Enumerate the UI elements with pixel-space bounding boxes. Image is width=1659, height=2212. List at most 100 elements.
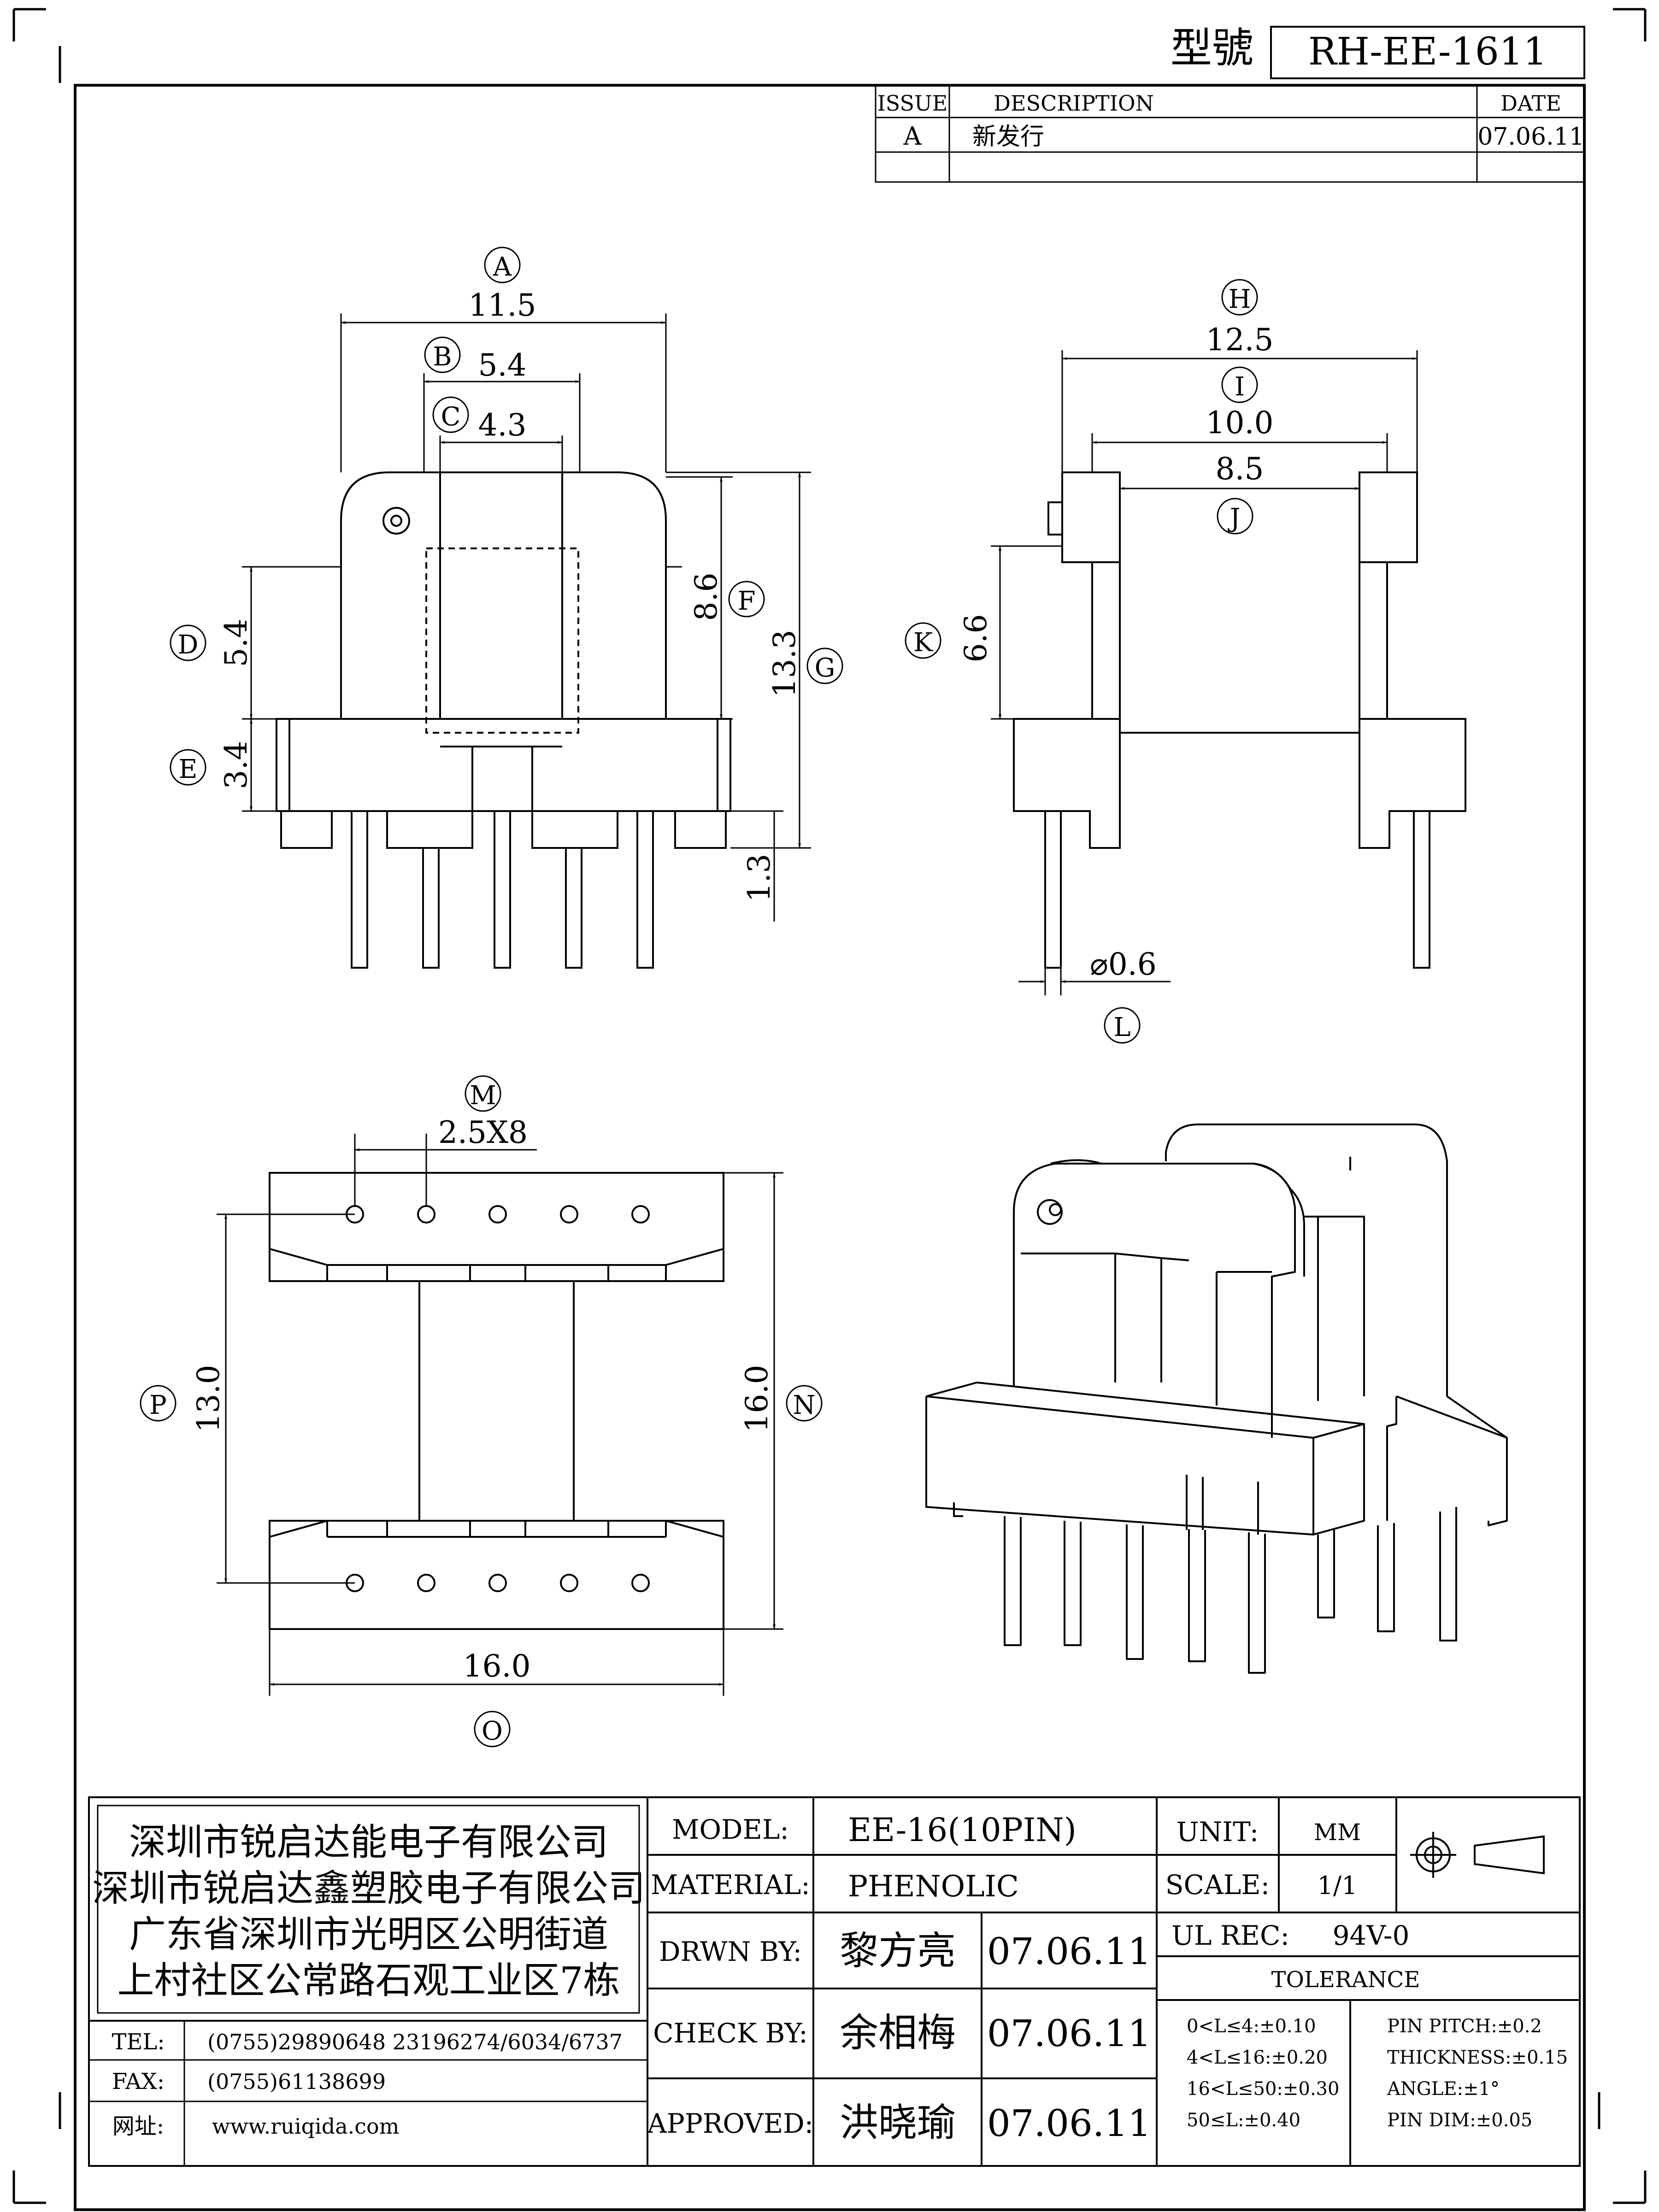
dim-m-value: 2.5X8: [438, 1115, 528, 1150]
model-number-value: RH-EE-1611: [1308, 30, 1547, 74]
tolerance-pin-pitch: PIN PITCH:±0.2: [1387, 2016, 1542, 2037]
company-line-3: 广东省深圳市光明区公明街道: [129, 1913, 608, 1956]
drawn-by-label: DRWN BY:: [659, 1936, 802, 1967]
balloon-a-letter: A: [493, 252, 512, 282]
dim-g-value: 13.3: [767, 630, 802, 698]
revision-table: [875, 84, 1585, 183]
tolerance-title: TOLERANCE: [1271, 1967, 1420, 1993]
tolerance-range-4: 50≤L:±0.40: [1187, 2110, 1300, 2131]
ul-rec-label: UL REC:: [1171, 1920, 1289, 1951]
title-block-grid: [88, 1796, 1581, 2167]
dim-n-value: 16.0: [739, 1365, 775, 1433]
balloon-f-letter: F: [738, 586, 756, 616]
approved-date: 07.06.11: [987, 2102, 1151, 2145]
dim-c-value: 4.3: [478, 407, 527, 443]
balloon-i-letter: I: [1235, 372, 1245, 402]
company-line-4: 上村社区公常路石观工业区7栋: [118, 1959, 620, 2002]
tolerance-pin-dim: PIN DIM:±0.05: [1387, 2110, 1532, 2131]
dim-k-value: 6.6: [958, 614, 994, 663]
balloon-h: [1221, 279, 1258, 316]
balloon-e-letter: E: [179, 754, 198, 784]
check-date: 07.06.11: [987, 2012, 1151, 2055]
bottom-view-dim-lines: [217, 1134, 783, 1696]
material-value: PHENOLIC: [848, 1870, 1019, 1904]
unit-label: UNIT:: [1177, 1816, 1259, 1847]
dim-l-value: ⌀0.6: [1090, 947, 1157, 982]
tel-label: TEL:: [112, 2029, 165, 2055]
revision-description: 新发行: [972, 123, 1044, 151]
dim-h-value: 12.5: [1206, 322, 1274, 358]
check-by-name: 余相梅: [840, 2010, 956, 2055]
dim-i-value: 10.0: [1206, 405, 1274, 441]
side-view: [1013, 471, 1466, 969]
drawing-frame: [74, 84, 1586, 2211]
model-number-label: 型號: [1171, 24, 1253, 72]
balloon-o-letter: O: [482, 1716, 503, 1746]
drawn-by-name: 黎方亮: [840, 1928, 956, 1973]
balloon-j: [1217, 498, 1253, 535]
revision-col-description: DESCRIPTION: [994, 91, 1154, 116]
model-value: EE-16(10PIN): [848, 1811, 1077, 1849]
balloon-p-letter: P: [149, 1390, 167, 1420]
website-value: www.ruiqida.com: [212, 2114, 399, 2139]
balloon-e: [170, 749, 206, 786]
dim-b-value: 5.4: [478, 347, 527, 383]
balloon-d: [170, 624, 206, 661]
bottom-view: [269, 1172, 724, 1630]
unit-value: MM: [1314, 1819, 1361, 1846]
balloon-b: [424, 336, 461, 373]
side-view-dim-lines: [991, 350, 1418, 995]
balloon-a: [484, 247, 521, 283]
balloon-n: [786, 1385, 823, 1422]
material-label: MATERIAL:: [651, 1869, 810, 1900]
dim-e-value: 3.4: [218, 741, 254, 789]
balloon-k-letter: K: [913, 628, 933, 658]
balloon-j-letter: J: [1228, 503, 1240, 533]
balloon-c: [432, 396, 469, 433]
balloon-o: [474, 1711, 511, 1747]
revision-date: 07.06.11: [1477, 123, 1584, 151]
dim-j-value: 8.5: [1216, 451, 1264, 487]
tolerance-range-3: 16<L≤50:±0.30: [1187, 2078, 1339, 2100]
projection-symbol: [1410, 1832, 1545, 1878]
balloon-p: [140, 1385, 176, 1422]
tel-value: (0755)29890648 23196274/6034/6737: [207, 2030, 623, 2054]
scale-value: 1/1: [1318, 1871, 1358, 1900]
approved-name: 洪晓瑜: [840, 2100, 956, 2145]
dim-f-value: 8.6: [688, 573, 724, 621]
tolerance-range-2: 4<L≤16:±0.20: [1187, 2047, 1328, 2068]
balloon-k: [905, 622, 941, 659]
balloon-d-letter: D: [178, 630, 199, 660]
balloon-g: [806, 647, 843, 684]
balloon-l: [1104, 1007, 1141, 1044]
balloon-g-letter: G: [815, 653, 835, 683]
balloon-m: [465, 1075, 501, 1112]
balloon-f: [728, 581, 765, 618]
ul-rec-value: 94V-0: [1333, 1920, 1410, 1951]
fax-label: FAX:: [112, 2069, 165, 2094]
dim-o-value: 16.0: [463, 1648, 531, 1684]
dim-a-value: 11.5: [469, 288, 536, 323]
tolerance-angle: ANGLE:±1°: [1387, 2078, 1500, 2100]
tolerance-thickness: THICKNESS:±0.15: [1387, 2047, 1568, 2068]
drawn-date: 07.06.11: [987, 1930, 1151, 1973]
company-line-1: 深圳市锐启达能电子有限公司: [129, 1821, 608, 1864]
balloon-c-letter: C: [441, 402, 461, 432]
fax-value: (0755)61138699: [207, 2069, 386, 2094]
balloon-m-letter: M: [470, 1081, 496, 1111]
front-view-dim-lines: [242, 313, 811, 922]
approved-label: APPROVED:: [647, 2108, 813, 2139]
revision-col-issue: ISSUE: [877, 91, 948, 116]
revision-col-date: DATE: [1500, 91, 1561, 116]
corner-marks: [12, 8, 1647, 2204]
check-by-label: CHECK BY:: [653, 2018, 808, 2049]
balloon-b-letter: B: [433, 342, 452, 372]
balloon-n-letter: N: [793, 1390, 816, 1420]
front-view: [276, 471, 731, 969]
company-line-2: 深圳市锐启达鑫塑胶电子有限公司: [92, 1867, 645, 1910]
revision-issue: A: [903, 122, 922, 151]
model-number-header: 型號 RH-EE-1611: [1171, 24, 1585, 79]
balloon-i: [1221, 366, 1258, 403]
dim-p-value: 13.0: [191, 1365, 226, 1433]
